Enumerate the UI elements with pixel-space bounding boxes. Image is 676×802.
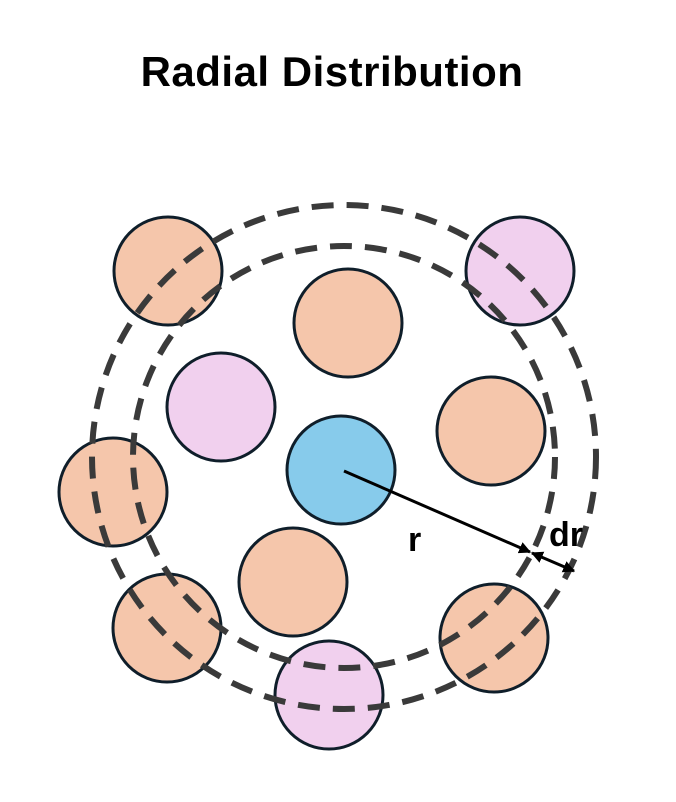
particle-peach (438, 582, 550, 694)
radius-arrow (343, 469, 532, 554)
particle-peach (292, 267, 404, 379)
inner-shell-circle (130, 243, 558, 671)
radius-label: r (408, 521, 421, 559)
outer-shell-circle (89, 202, 599, 712)
particle-peach (435, 375, 547, 487)
central-particle (285, 414, 397, 526)
particles-group (57, 215, 576, 751)
particle-peach (112, 215, 224, 327)
particle-pink (165, 351, 277, 463)
particle-pink (464, 215, 576, 327)
shell-width-label: dr (549, 516, 583, 554)
particle-peach (237, 526, 349, 638)
particle-pink (273, 639, 385, 751)
particle-peach (57, 436, 169, 548)
shell-width-arrow (530, 551, 576, 573)
diagram-title: Radial Distribution (140, 48, 524, 95)
